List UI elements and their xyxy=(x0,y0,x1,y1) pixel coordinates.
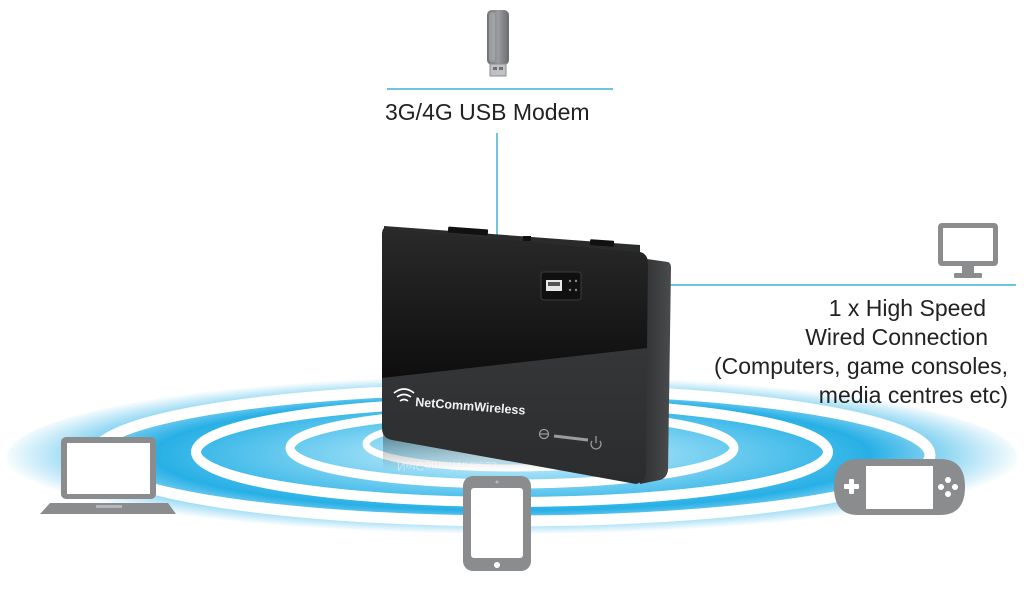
laptop-icon xyxy=(40,437,176,514)
wired-connection-line-1: 1 x High Speed xyxy=(828,295,986,321)
monitor-icon xyxy=(938,223,998,278)
power-icon xyxy=(590,436,602,450)
tablet-icon xyxy=(463,476,531,571)
router-usb-port xyxy=(540,271,582,301)
wired-connection-line-3: (Computers, game consoles, xyxy=(713,353,1008,379)
handheld-console-icon xyxy=(834,459,965,515)
wired-connection-line-4: media centres etc) xyxy=(818,382,1008,408)
usb-modem-label: 3G/4G USB Modem xyxy=(385,99,590,125)
connector-lines xyxy=(387,88,1016,286)
router-device: NetCommWireless xyxy=(382,226,671,484)
usb-modem-icon xyxy=(487,10,509,77)
wired-connection-label: 1 x High Speed Wired Connection (Compute… xyxy=(628,294,1008,410)
router-status-bar xyxy=(538,428,589,442)
router-reflection-brand: NetCommWireless xyxy=(397,459,497,473)
wired-connection-line-2: Wired Connection xyxy=(805,324,988,350)
netcomm-logo-icon xyxy=(393,388,415,402)
